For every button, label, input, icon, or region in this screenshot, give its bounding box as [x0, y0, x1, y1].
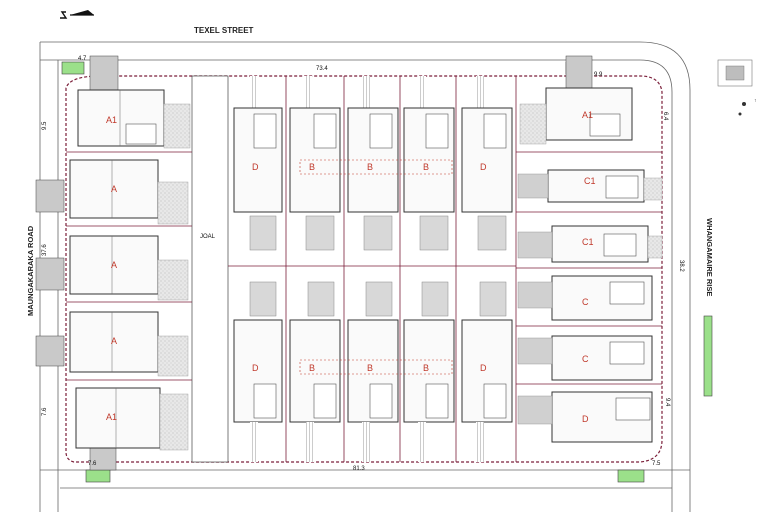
road-edges: [39, 41, 691, 512]
dim-bottom-right: 7.5: [652, 461, 661, 467]
dim-top-right: 9.9: [594, 72, 603, 78]
dim-west-mid: 37.6: [42, 244, 48, 256]
house-east-4[interactable]: [517, 275, 653, 321]
unit-label: A: [111, 184, 117, 194]
north-arrow-icon: [60, 10, 94, 19]
joal-lane: [191, 75, 229, 463]
east-column: [517, 55, 663, 443]
unit-label: B: [367, 363, 373, 373]
unit-label: D: [480, 162, 487, 172]
middle-top-row: [233, 76, 513, 251]
unit-label: D: [480, 363, 487, 373]
unit-label: A: [111, 336, 117, 346]
svg-text:↑: ↑: [754, 98, 757, 104]
house-east-3[interactable]: [517, 225, 663, 263]
dim-bottom: 81.3: [353, 466, 365, 472]
unit-label: C: [582, 354, 589, 364]
unit-label: A1: [106, 412, 117, 422]
dim-top-left: 4.7: [78, 56, 87, 62]
unit-label: A: [111, 260, 117, 270]
house-east-1[interactable]: [519, 87, 633, 145]
house-middle-bottom-1[interactable]: [233, 281, 283, 462]
unit-label: A1: [582, 110, 593, 120]
site-boundary: [65, 75, 663, 463]
unit-label: A1: [106, 115, 117, 125]
dim-east-lower: 9.4: [664, 398, 670, 407]
dim-bottom-left: 7.6: [88, 461, 97, 467]
unit-label: B: [309, 363, 315, 373]
dim-east-upper: 6.4: [662, 112, 668, 121]
house-middle-bottom-4[interactable]: [403, 281, 455, 462]
dim-top: 73.4: [316, 66, 328, 72]
house-middle-top-2[interactable]: [289, 76, 341, 251]
dim-east-mid: 38.2: [678, 260, 684, 272]
house-middle-bottom-3[interactable]: [347, 281, 399, 462]
house-east-5[interactable]: [517, 335, 653, 381]
unit-label: D: [252, 363, 259, 373]
house-west-5[interactable]: [75, 387, 189, 451]
compass-rose-icon: ↑: [717, 59, 757, 116]
house-middle-bottom-5[interactable]: [461, 281, 513, 462]
unit-label: B: [423, 363, 429, 373]
dim-west-lower: 7.6: [42, 407, 48, 416]
house-middle-bottom-2[interactable]: [289, 281, 341, 462]
house-east-6[interactable]: [517, 391, 653, 443]
unit-label: C1: [584, 176, 596, 186]
house-middle-top-1[interactable]: [233, 76, 283, 251]
house-west-2[interactable]: [69, 159, 189, 225]
house-middle-top-5[interactable]: [461, 76, 513, 251]
west-column: [35, 55, 191, 471]
middle-bottom-row: [233, 281, 513, 462]
house-east-2[interactable]: [517, 169, 663, 203]
unit-label: B: [309, 162, 315, 172]
house-west-3[interactable]: [69, 235, 189, 301]
street-west: MAUNGAKARAKA ROAD: [26, 225, 35, 316]
unit-label: C1: [582, 237, 594, 247]
street-north: TEXEL STREET: [194, 26, 254, 35]
unit-label: C: [582, 297, 589, 307]
unit-label: D: [252, 162, 259, 172]
house-west-4[interactable]: [69, 311, 189, 377]
dim-west-upper: 9.5: [42, 121, 48, 130]
street-east: WHANGAMAIRE RISE: [705, 218, 714, 296]
joal-label: JOAL: [200, 234, 216, 240]
unit-label: D: [582, 414, 589, 424]
unit-label: B: [367, 162, 373, 172]
house-west-1[interactable]: [77, 89, 191, 149]
unit-label: B: [423, 162, 429, 172]
lot-dividers: [66, 76, 662, 462]
